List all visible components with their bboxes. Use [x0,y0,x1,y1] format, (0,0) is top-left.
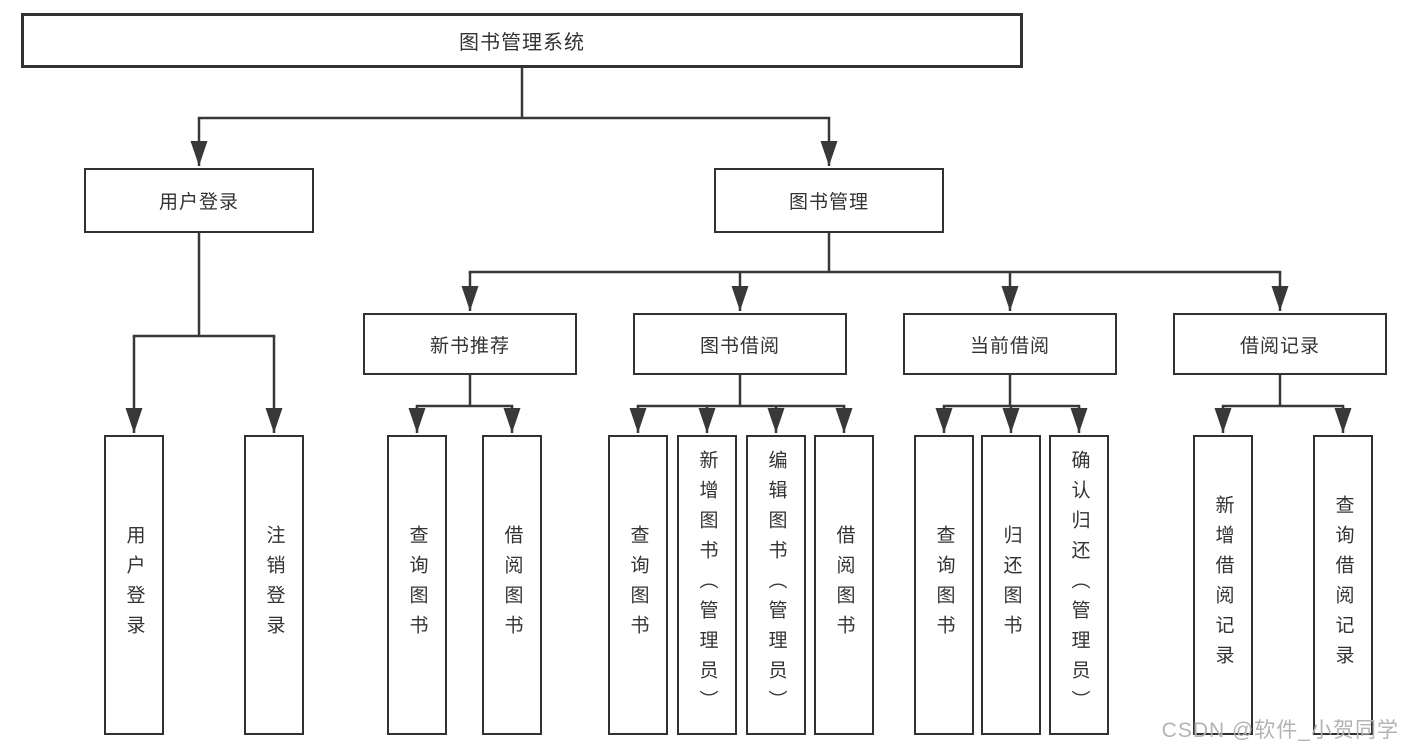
leaf-current-query: 查询图书 [914,435,974,735]
leaf-record-query: 查询借阅记录 [1313,435,1373,735]
leaf-logout: 注销登录 [244,435,304,735]
leaf-borrow-book-label: 借阅图书 [833,525,855,645]
leaf-current-confirm-admin: 确认归还（管理员） [1049,435,1109,735]
node-book-management: 图书管理 [714,168,944,233]
node-borrow-records-label: 借阅记录 [1239,335,1320,357]
leaf-borrow-edit-admin-label: 编辑图书（管理员） [765,450,787,720]
leaf-borrow-book: 借阅图书 [814,435,874,735]
node-current-borrow-label: 当前借阅 [969,335,1050,357]
node-current-borrow: 当前借阅 [903,313,1117,375]
node-user-login-label: 用户登录 [158,192,239,213]
leaf-borrow-add-admin-label: 新增图书（管理员） [696,450,718,720]
leaf-borrow-edit-admin: 编辑图书（管理员） [746,435,806,735]
leaf-borrow-query-label: 查询图书 [627,525,649,645]
node-book-borrow: 图书借阅 [633,313,847,375]
leaf-newbook-query-label: 查询图书 [406,525,428,645]
node-book-management-label: 图书管理 [788,192,869,213]
leaf-logout-label: 注销登录 [263,525,285,645]
leaf-record-add: 新增借阅记录 [1193,435,1253,735]
leaf-user-login-label: 用户登录 [123,525,145,645]
node-user-login: 用户登录 [84,168,314,233]
leaf-user-login: 用户登录 [104,435,164,735]
node-new-book-recommend-label: 新书推荐 [429,335,510,357]
node-new-book-recommend: 新书推荐 [363,313,577,375]
leaf-record-query-label: 查询借阅记录 [1332,495,1354,675]
leaf-borrow-query: 查询图书 [608,435,668,735]
leaf-newbook-query: 查询图书 [387,435,447,735]
leaf-current-confirm-admin-label: 确认归还（管理员） [1068,450,1090,720]
node-book-borrow-label: 图书借阅 [699,335,780,357]
csdn-watermark: CSDN @软件_小贺同学 [1161,719,1399,742]
node-borrow-records: 借阅记录 [1173,313,1387,375]
leaf-borrow-add-admin: 新增图书（管理员） [677,435,737,735]
leaf-newbook-borrow-label: 借阅图书 [501,525,523,645]
leaf-record-add-label: 新增借阅记录 [1212,495,1234,675]
node-root-system: 图书管理系统 [21,13,1023,68]
leaf-newbook-borrow: 借阅图书 [482,435,542,735]
node-root-label: 图书管理系统 [459,32,585,54]
leaf-current-return: 归还图书 [981,435,1041,735]
leaf-current-return-label: 归还图书 [1000,525,1022,645]
leaf-current-query-label: 查询图书 [933,525,955,645]
